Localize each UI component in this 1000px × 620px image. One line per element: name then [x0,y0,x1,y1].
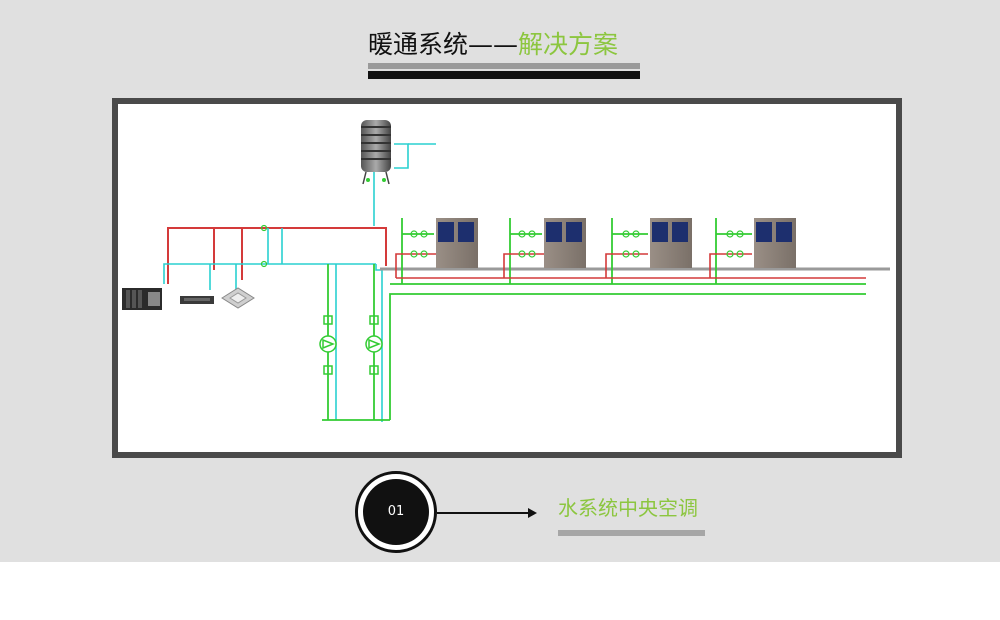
section-label-underline [558,530,705,536]
cassette-unit [221,287,255,309]
title-accent: 解决方案 [518,30,619,59]
circulation-pump-2 [365,315,383,375]
heat-pump-unit-1 [436,218,478,268]
water-tank [361,120,391,185]
title-underline-gray [368,63,640,69]
step-badge-number: 01 [363,479,429,545]
section-label: 水系统中央空调 [558,496,698,520]
title-main: 暖通系统—— [368,30,519,59]
page-title: 暖通系统——解决方案 [368,26,640,64]
supply-pipes [167,227,387,284]
fan-coil-unit [180,296,214,304]
arrow-head-icon [528,508,537,518]
red-unit-pipes [395,253,866,279]
return-pipes [163,142,436,422]
title-underline-black [368,71,640,79]
heat-pump-unit-3 [650,218,692,268]
hvac-schematic [122,120,890,422]
circulation-pump-1 [319,315,337,375]
heat-pump-unit-2 [544,218,586,268]
arrow-line [437,512,529,514]
air-handling-unit [122,288,162,310]
heat-pump-unit-4 [754,218,796,268]
diagram-frame [112,98,902,458]
valves [260,224,744,268]
